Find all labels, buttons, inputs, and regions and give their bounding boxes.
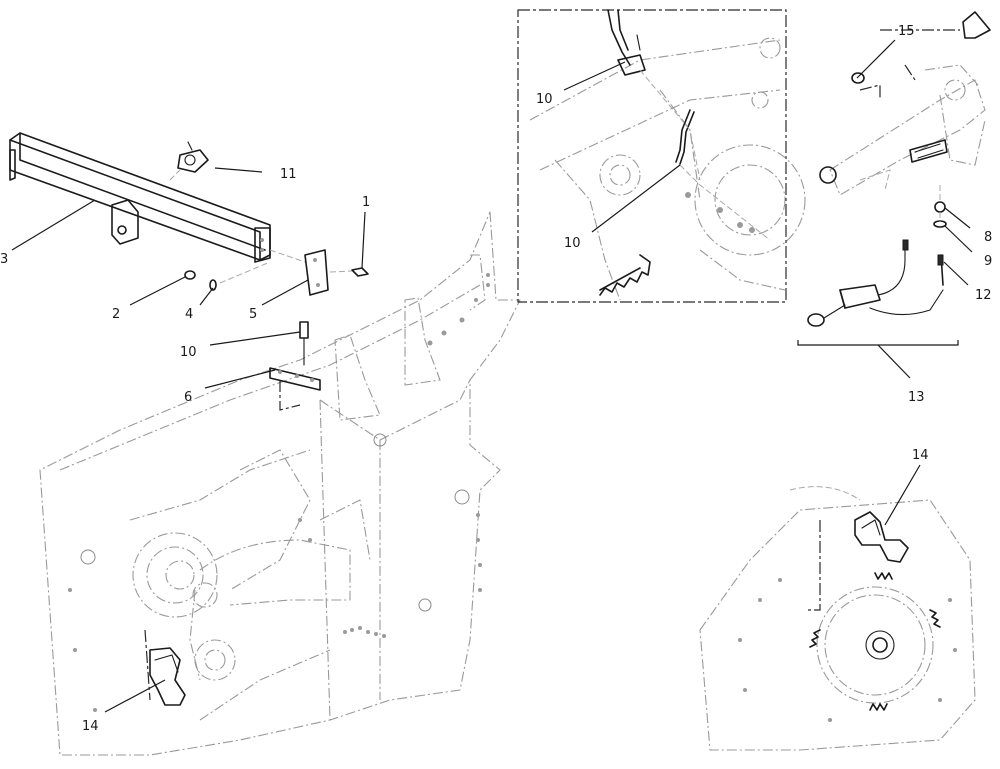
callout-11: 11 — [280, 167, 297, 182]
callout-15: 15 — [898, 24, 915, 39]
callout-5: 5 — [249, 307, 257, 322]
callout-9: 9 — [984, 254, 992, 269]
inset-top-center — [517, 9, 806, 303]
callout-3: 3 — [0, 252, 8, 267]
callout-8: 8 — [984, 230, 992, 245]
callout-6: 6 — [184, 390, 192, 405]
callout-14-left: 14 — [82, 719, 99, 734]
callout-14-right: 14 — [912, 448, 929, 463]
callout-1: 1 — [362, 195, 370, 210]
callout-4: 4 — [185, 307, 193, 322]
callout-13: 13 — [908, 390, 925, 405]
inset-top-right — [797, 11, 991, 346]
main-frame — [39, 211, 521, 756]
callout-labels: 1 11 3 2 4 5 10 6 10 10 15 8 9 12 13 14 … — [0, 24, 992, 734]
inset-bottom-right — [699, 486, 976, 751]
callout-12: 12 — [975, 288, 992, 303]
callout-2: 2 — [112, 307, 120, 322]
beam-assembly — [9, 132, 369, 296]
callout-10-inset-mid: 10 — [564, 236, 581, 251]
callout-10-main: 10 — [180, 345, 197, 360]
leader-lines — [11, 39, 973, 713]
callout-10-inset-top: 10 — [536, 92, 553, 107]
